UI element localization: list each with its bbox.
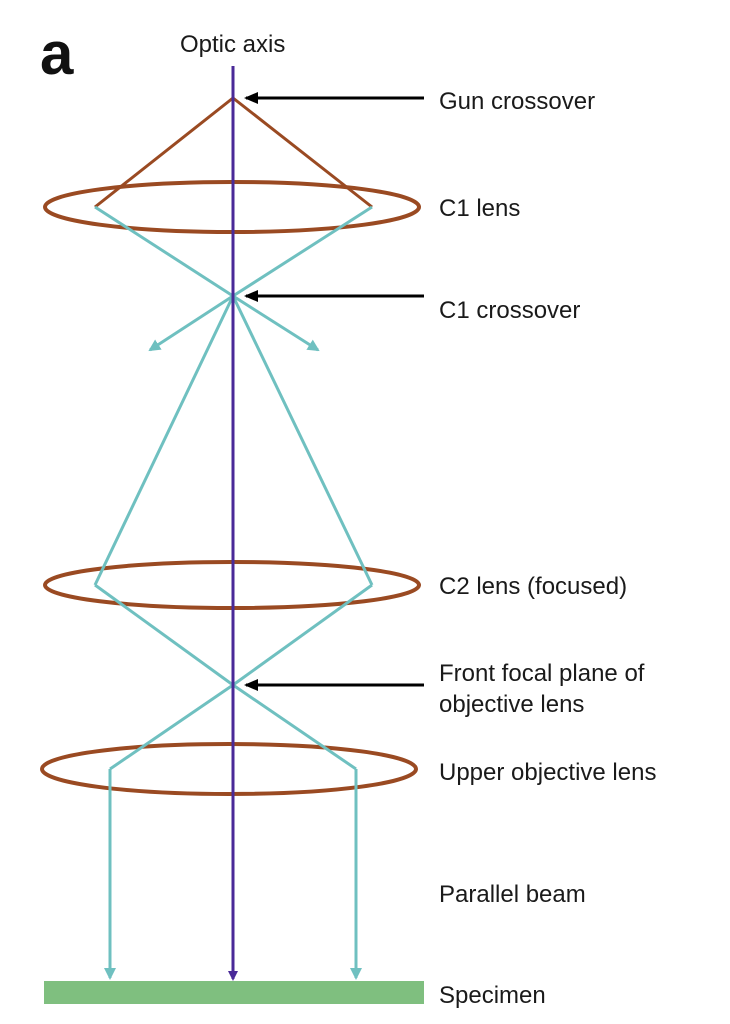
gun-rays [94,96,373,209]
beam-rays [93,205,374,980]
specimen-bar [44,981,424,1004]
obj-ray-right [232,683,357,771]
upper-objective-lens-ellipse [40,742,418,796]
divergent-ray-right [232,294,320,352]
obj-ray-left [109,683,234,771]
ffp-ray-left [94,583,234,687]
front-focal-plane-label-line2: objective lens [439,691,584,718]
optic-axis-label: Optic axis [180,31,285,58]
specimen-label: Specimen [439,982,546,1009]
front-focal-plane-label-line1: Front focal plane of [439,660,645,687]
c1-ray-right [232,205,373,298]
c2-ray-right [231,295,374,586]
c1-crossover-label: C1 crossover [439,297,580,324]
c2-lens-label: C2 lens (focused) [439,573,627,600]
gun-crossover-label: Gun crossover [439,88,595,115]
c2-ray-left [93,295,235,586]
upper-objective-lens-label: Upper objective lens [439,759,656,786]
ffp-ray-right [232,583,373,687]
c1-ray-left [94,205,234,298]
c1-lens-label: C1 lens [439,195,520,222]
parallel-beam-label: Parallel beam [439,881,586,908]
panel-letter: a [40,20,74,87]
divergent-ray-left [148,294,234,352]
